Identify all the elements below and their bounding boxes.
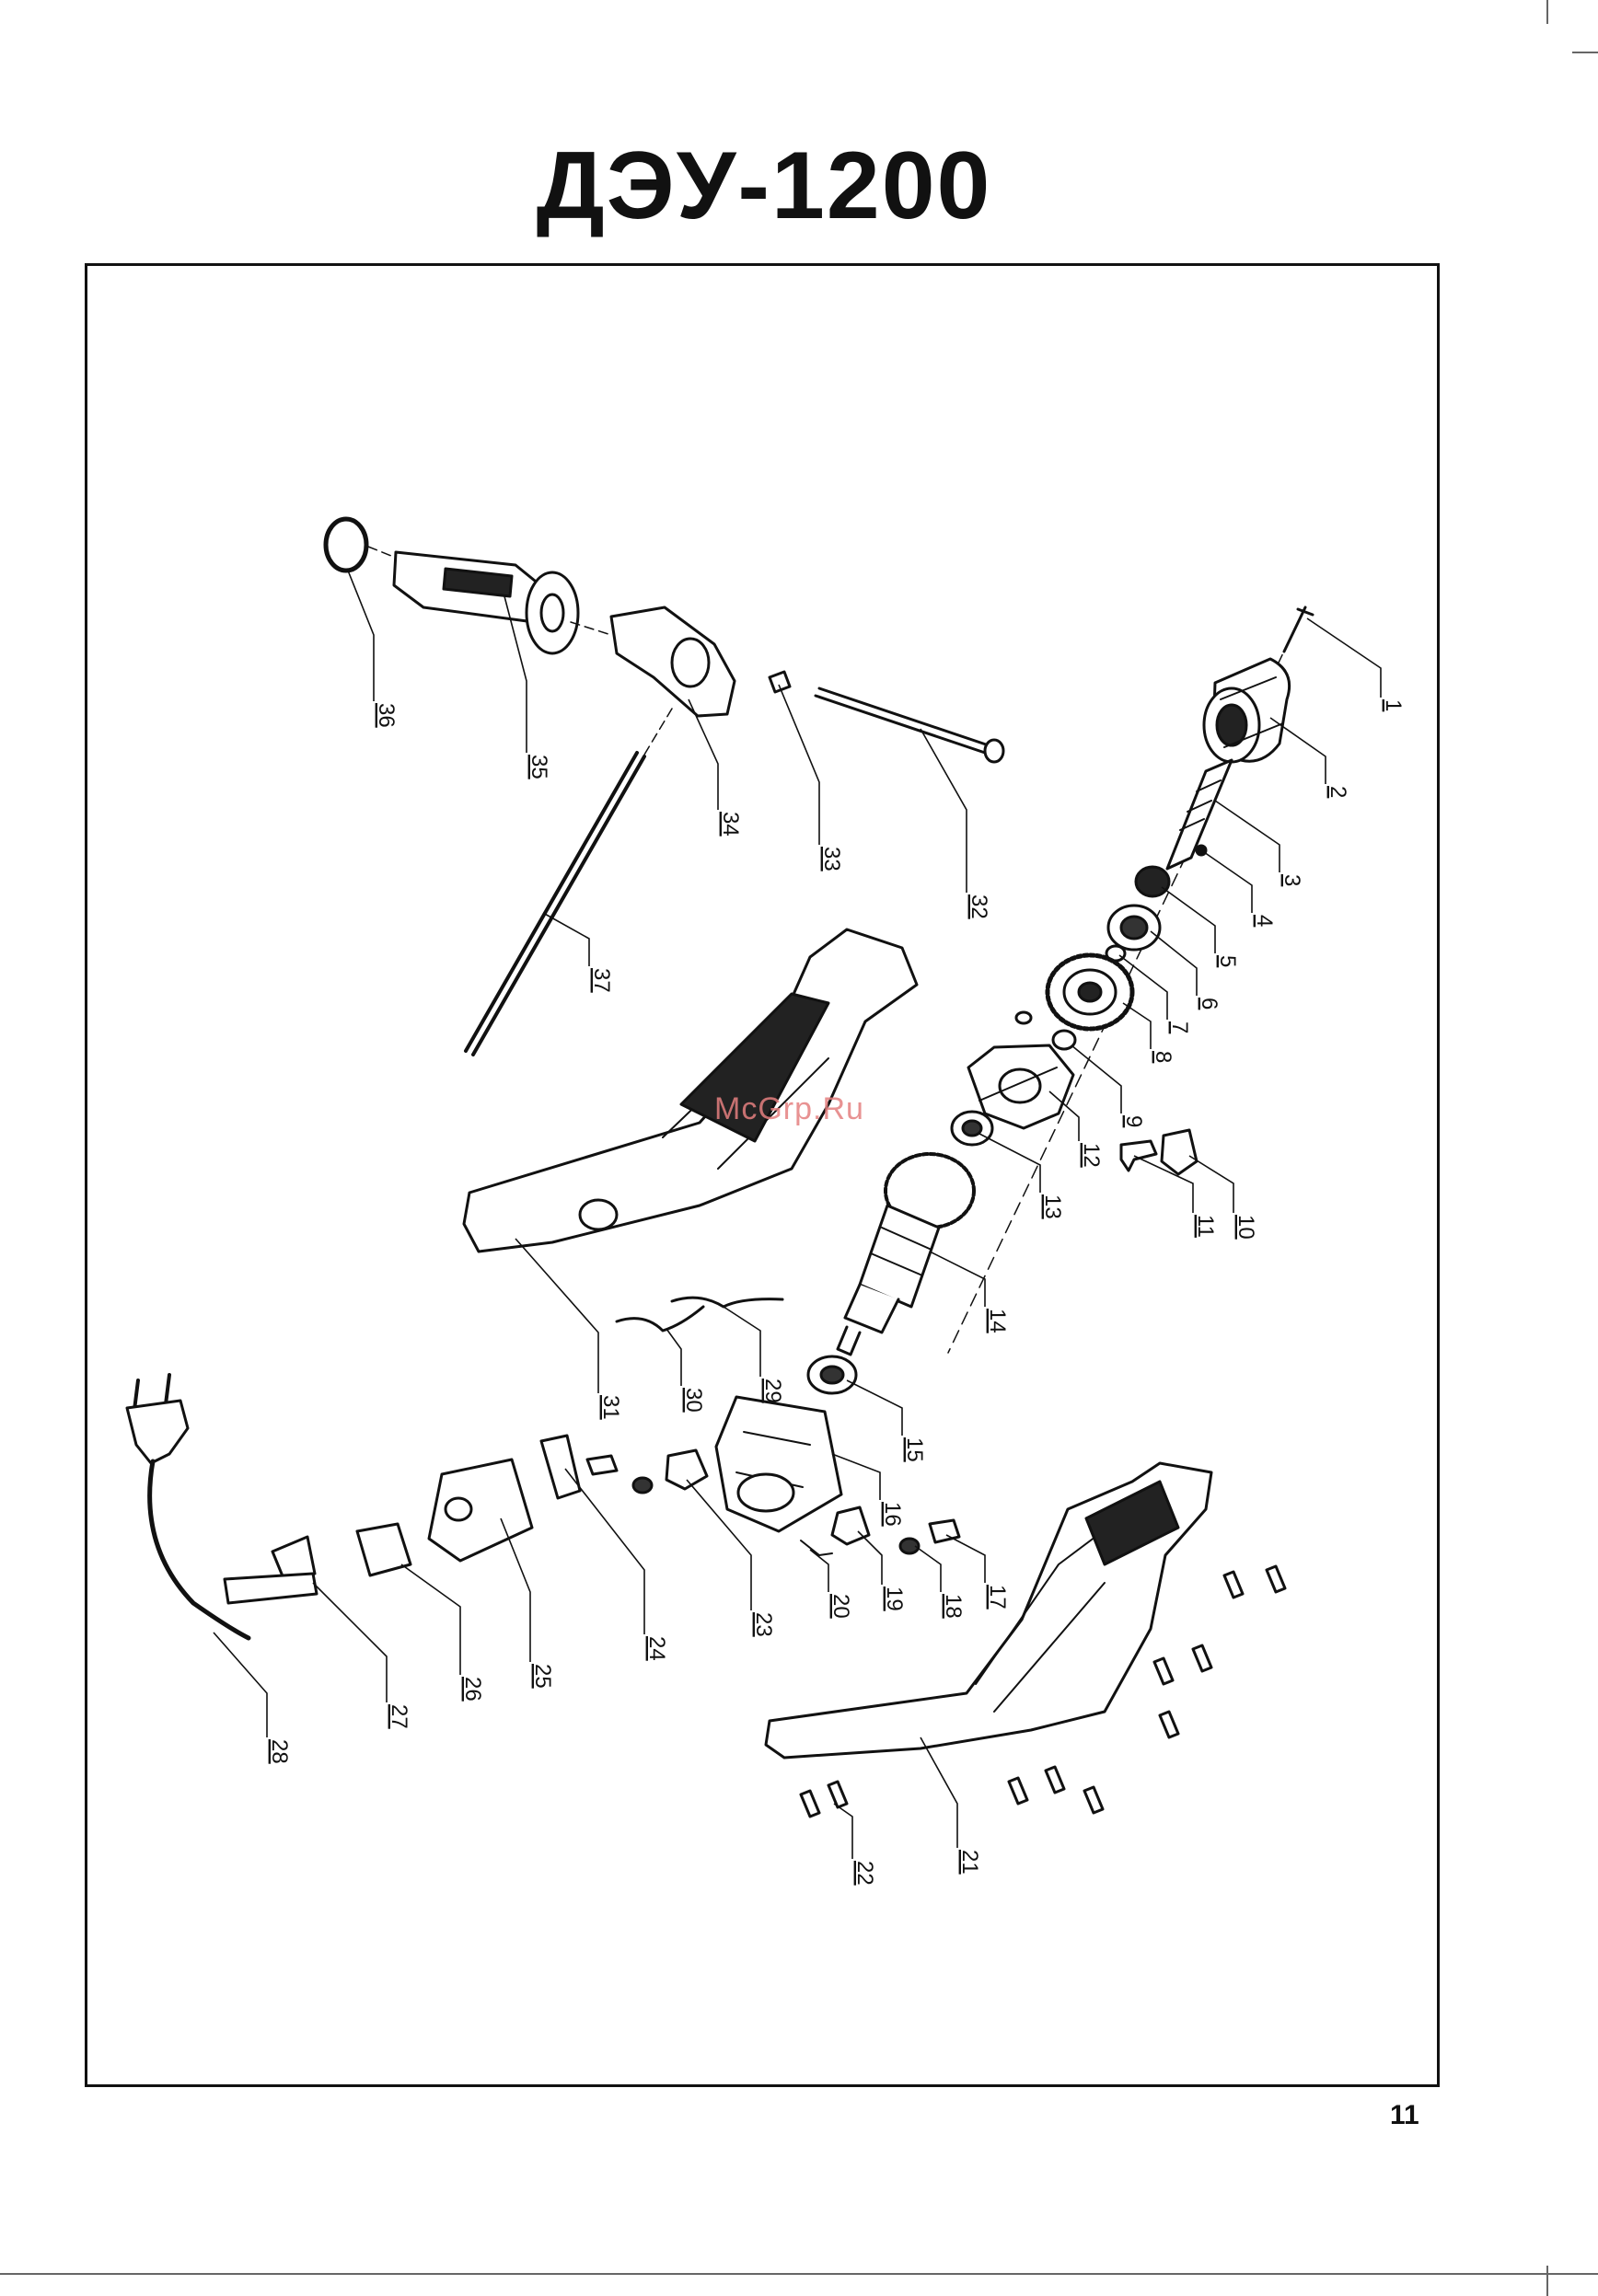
callout-numbers: 1234567891011121314151617181920212223242… [267,699,1406,1886]
callout-10: 10 [1233,1215,1258,1240]
callout-34: 34 [718,812,743,836]
part-brush-holder-19 [832,1507,869,1544]
callout-25: 25 [530,1664,555,1689]
part-bearing-6 [1108,906,1160,950]
part-bearing-15 [808,1356,856,1393]
part-wire-20 [801,1540,832,1555]
part-wire-30 [617,1307,703,1331]
callout-19: 19 [882,1586,907,1611]
callout-32: 32 [967,894,991,919]
callout-6: 6 [1197,998,1222,1010]
callout-12: 12 [1079,1143,1104,1168]
callout-35: 35 [527,755,551,779]
part-housing-left [464,929,917,1252]
callout-21: 21 [957,1850,982,1875]
part-depth-gauge [466,753,644,1055]
part-spring-23 [633,1478,652,1493]
callout-24: 24 [644,1636,669,1661]
callout-31: 31 [598,1395,623,1420]
part-depth-rod [816,688,994,755]
callout-4: 4 [1252,915,1277,927]
callout-7: 7 [1167,1021,1192,1033]
callout-8: 8 [1151,1051,1175,1063]
part-cord-protector [225,1537,317,1603]
watermark: McGrp.Ru [714,1091,864,1127]
callout-29: 29 [760,1379,785,1403]
callout-26: 26 [460,1677,485,1702]
callout-30: 30 [681,1388,706,1413]
part-wire-29 [672,1298,782,1307]
part-plate-24 [541,1436,580,1498]
part-ball [1197,846,1206,855]
part-large-gear [1048,955,1132,1029]
part-lever [1121,1141,1156,1171]
part-bearing-13 [952,1112,992,1145]
callout-3: 3 [1280,874,1304,886]
part-switch [429,1460,532,1561]
callout-37: 37 [589,968,614,993]
callout-15: 15 [902,1437,927,1462]
part-stator [716,1397,841,1531]
callout-13: 13 [1040,1194,1065,1219]
page-number: 11 [1390,2100,1419,2131]
part-end-cap [326,519,366,571]
part-side-handle [394,552,578,653]
callout-14: 14 [985,1309,1010,1333]
callout-17: 17 [985,1585,1010,1610]
part-clip [1016,1012,1031,1023]
part-cable-clamp [357,1524,411,1575]
callout-36: 36 [374,703,399,728]
callout-20: 20 [828,1594,853,1619]
callout-23: 23 [751,1612,776,1637]
callout-5: 5 [1215,955,1240,967]
callout-9: 9 [1121,1115,1146,1127]
callout-27: 27 [387,1704,411,1729]
part-clamp-nut [770,672,790,692]
callout-16: 16 [880,1502,905,1527]
callout-33: 33 [819,847,844,871]
callout-1: 1 [1381,699,1406,711]
part-chuck [1204,659,1290,762]
part-depth-rod-end [985,740,1003,762]
callout-11: 11 [1193,1215,1218,1238]
part-armature [838,1154,974,1355]
part-switch-button [1162,1130,1197,1174]
part-brush-23 [587,1456,617,1474]
callout-18: 18 [941,1594,966,1619]
part-brush-holder-23 [666,1450,707,1489]
part-chuck-key [1284,607,1313,652]
callout-28: 28 [267,1739,292,1764]
part-small-gear [1136,867,1169,896]
part-handle-clamp [611,607,735,716]
callout-22: 22 [852,1861,877,1886]
callout-2: 2 [1326,786,1350,798]
